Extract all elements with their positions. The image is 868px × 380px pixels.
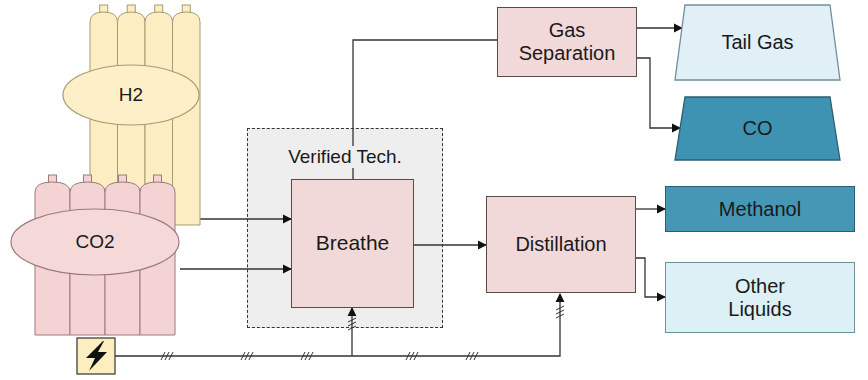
process-box: Distillation bbox=[486, 196, 636, 293]
gas-cylinder bbox=[173, 12, 201, 225]
power-icon bbox=[77, 338, 115, 374]
node-label: CO2 bbox=[75, 231, 114, 253]
label-holder: CO bbox=[675, 97, 840, 160]
connector-arrow bbox=[636, 208, 665, 209]
trapezoid-shape bbox=[675, 5, 840, 80]
process-box: Breathe bbox=[291, 179, 414, 308]
connector-arrow bbox=[636, 258, 665, 297]
power-wire bbox=[351, 308, 352, 356]
dashed-group: Verified Tech. Breathe bbox=[247, 128, 443, 328]
product-trapezoid: CO bbox=[675, 97, 840, 160]
connector-arrow bbox=[637, 58, 680, 128]
trapezoid-shape bbox=[675, 97, 840, 160]
node-label: Breathe bbox=[316, 231, 390, 255]
connector-arrow bbox=[180, 268, 291, 269]
gas-cylinder-bank: CO2 bbox=[10, 175, 180, 335]
product-trapezoid: Tail Gas bbox=[675, 5, 840, 80]
cylinder-drawing bbox=[10, 175, 180, 335]
process-box: Gas Separation bbox=[497, 7, 637, 77]
node-label: Verified Tech. bbox=[285, 146, 405, 168]
node-label: Tail Gas bbox=[721, 31, 793, 54]
lightning-bolt bbox=[86, 341, 107, 371]
connector-arrow bbox=[200, 218, 291, 219]
process-box: Other Liquids bbox=[665, 262, 855, 333]
node-label: Distillation bbox=[515, 233, 606, 256]
node-label: CO bbox=[743, 117, 773, 140]
label-holder: Verified Tech. bbox=[248, 143, 442, 171]
node-label: Gas Separation bbox=[507, 19, 627, 65]
node-label: Other Liquids bbox=[710, 275, 810, 321]
connector-arrow bbox=[414, 244, 486, 245]
label-holder: H2 bbox=[62, 65, 200, 125]
wire-hash-marks bbox=[161, 306, 564, 360]
label-holder: Tail Gas bbox=[675, 5, 840, 80]
gas-ellipse bbox=[11, 209, 179, 275]
node-label: Methanol bbox=[719, 198, 801, 221]
process-box: Methanol bbox=[665, 186, 855, 232]
node-label: H2 bbox=[119, 84, 143, 106]
group-fill bbox=[247, 128, 443, 328]
gas-ellipse bbox=[63, 65, 199, 125]
connector-arrow bbox=[637, 27, 682, 28]
label-holder: CO2 bbox=[10, 209, 180, 275]
